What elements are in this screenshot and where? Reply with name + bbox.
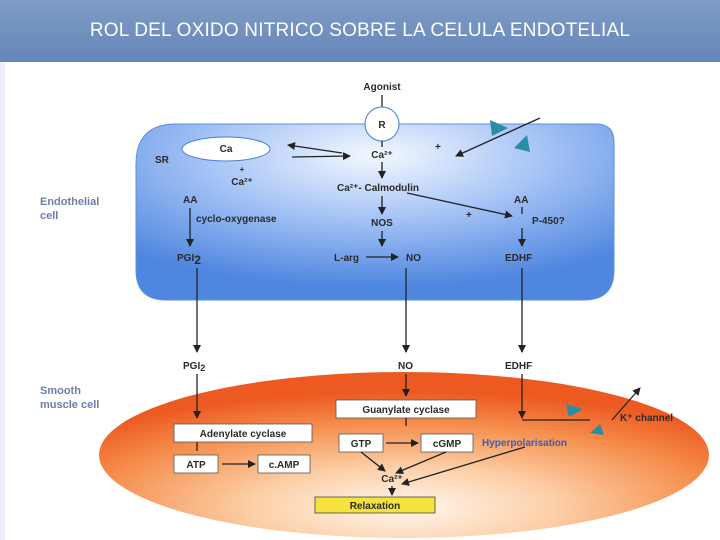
sr-store — [181, 136, 271, 162]
pgi2-smc: PGI2 — [183, 361, 205, 373]
camp-label: c.AMP — [269, 460, 300, 471]
cgmp-to-ca-arrow — [395, 451, 447, 474]
hyperpol-to-ca-arrow — [401, 446, 526, 486]
endothelial-cell — [135, 123, 615, 301]
sr-to-ca-arrow — [291, 152, 351, 161]
relaxation-box — [314, 496, 436, 514]
aa-left: AA — [183, 195, 197, 206]
sr-label: SR — [155, 155, 170, 166]
no-smc: NO — [398, 361, 413, 372]
channel-arrow — [455, 117, 541, 157]
cyclo-oxygenase-label: cyclo-oxygenase — [196, 214, 277, 225]
atp-label: ATP — [186, 460, 206, 471]
slide-left-edge — [0, 62, 5, 540]
cgmp-label: cGMP — [433, 439, 462, 450]
smooth-muscle-cell-label: Smooth — [40, 385, 81, 397]
aa-right: AA — [514, 195, 528, 206]
relaxation-label: Relaxation — [350, 501, 401, 512]
cgmp-box — [420, 433, 474, 453]
adenylate-cyclase-label: Adenylate cyclase — [200, 429, 287, 440]
calmodulin-to-p450-arrow — [406, 192, 513, 219]
guanylate-cyclase-label: Guanylate cyclase — [362, 405, 450, 416]
atp-box — [173, 454, 219, 474]
ca-store-label: Ca — [220, 144, 233, 155]
k-channel-triangle-right — [590, 424, 604, 435]
ca-to-sr-arrow — [287, 142, 343, 154]
edhf-endo: EDHF — [505, 253, 532, 264]
l-arg-label: L-arg — [334, 253, 359, 264]
channel-triangle-right — [514, 135, 530, 152]
plus-channel: + — [435, 142, 441, 153]
plus-p450: + — [466, 210, 472, 221]
nos-label: NOS — [371, 218, 393, 229]
k-channel-arrow — [611, 387, 641, 421]
ca-calmodulin: Ca²⁺- Calmodulin — [337, 183, 419, 194]
receptor-label: R — [378, 120, 386, 131]
smooth-muscle-cell-label-2: muscle cell — [40, 399, 99, 411]
edhf-smc: EDHF — [505, 361, 532, 372]
channel-triangle-left — [490, 120, 508, 136]
title-bar — [0, 0, 720, 62]
endothelial-cell-label: Endothelial — [40, 196, 99, 208]
slide-title: ROL DEL OXIDO NITRICO SOBRE LA CELULA EN… — [89, 20, 631, 41]
agonist-label: Agonist — [363, 82, 401, 93]
endothelial-cell-label-2: cell — [40, 210, 58, 222]
smooth-muscle-cell — [99, 372, 709, 538]
k-channel-label: K⁺ channel — [620, 413, 673, 424]
ca2-sr: Ca²⁺ — [231, 177, 252, 188]
adenylate-cyclase-box — [173, 423, 313, 443]
p450-label: P-450? — [532, 216, 565, 227]
k-channel-triangle-left — [566, 404, 583, 417]
no-endo-label: NO — [406, 253, 421, 264]
ca2-top: Ca²⁺ — [371, 150, 392, 161]
hyperpolarisation-label: Hyperpolarisation — [482, 438, 567, 449]
gtp-label: GTP — [351, 439, 372, 450]
pgi2-endo: PGI2 — [177, 253, 201, 267]
camp-box — [257, 454, 311, 474]
ca2-smc: Ca²⁺ — [381, 474, 402, 485]
gtp-to-ca-arrow — [360, 451, 386, 472]
plus-ca-sr: + — [240, 165, 245, 174]
